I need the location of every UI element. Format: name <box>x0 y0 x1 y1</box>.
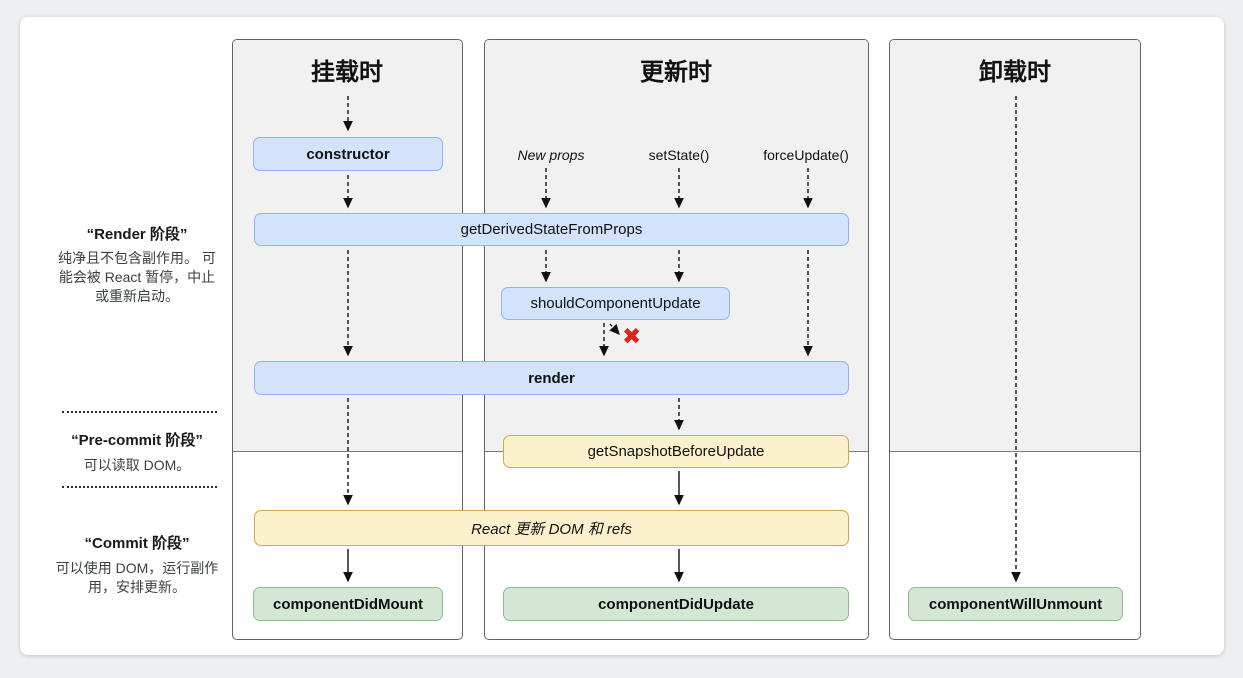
get-snapshot-box[interactable]: getSnapshotBeforeUpdate <box>503 435 849 468</box>
phase-separator-top <box>62 411 217 413</box>
column-mounting <box>232 39 463 640</box>
render-phase-desc: 纯净且不包含副作用。 可能会被 React 暂停，中止或重新启动。 <box>58 250 216 304</box>
phase-separator-bottom <box>62 486 217 488</box>
react-updates-dom-box: React 更新 DOM 和 refs <box>254 510 849 546</box>
commit-phase-label: “Commit 阶段” <box>84 535 190 552</box>
column-title-unmounting: 卸载时 <box>979 59 1051 86</box>
precommit-phase-desc: 可以读取 DOM。 <box>83 457 191 473</box>
precommit-phase-label: “Pre-commit 阶段” <box>71 432 203 449</box>
render-phase-label: “Render 阶段” <box>86 226 188 243</box>
constructor-box[interactable]: constructor <box>253 137 443 171</box>
component-did-update-box[interactable]: componentDidUpdate <box>503 587 849 621</box>
abort-update-x-icon: ✖ <box>622 323 642 349</box>
column-title-updating: 更新时 <box>640 59 712 86</box>
should-component-update-box[interactable]: shouldComponentUpdate <box>501 287 730 320</box>
get-derived-state-box[interactable]: getDerivedStateFromProps <box>254 213 849 246</box>
render-box[interactable]: render <box>254 361 849 395</box>
trigger-set-state: setState() <box>648 147 710 163</box>
trigger-force-update: forceUpdate() <box>763 147 849 163</box>
render-phase-region-unmount <box>890 40 1140 452</box>
commit-phase-desc: 可以使用 DOM，运行副作用，安排更新。 <box>55 560 219 595</box>
trigger-new-props: New props <box>517 147 585 163</box>
column-title-mounting: 挂载时 <box>311 59 383 86</box>
column-unmounting <box>889 39 1141 640</box>
column-updating <box>484 39 869 640</box>
component-will-unmount-box[interactable]: componentWillUnmount <box>908 587 1123 621</box>
component-did-mount-box[interactable]: componentDidMount <box>253 587 443 621</box>
